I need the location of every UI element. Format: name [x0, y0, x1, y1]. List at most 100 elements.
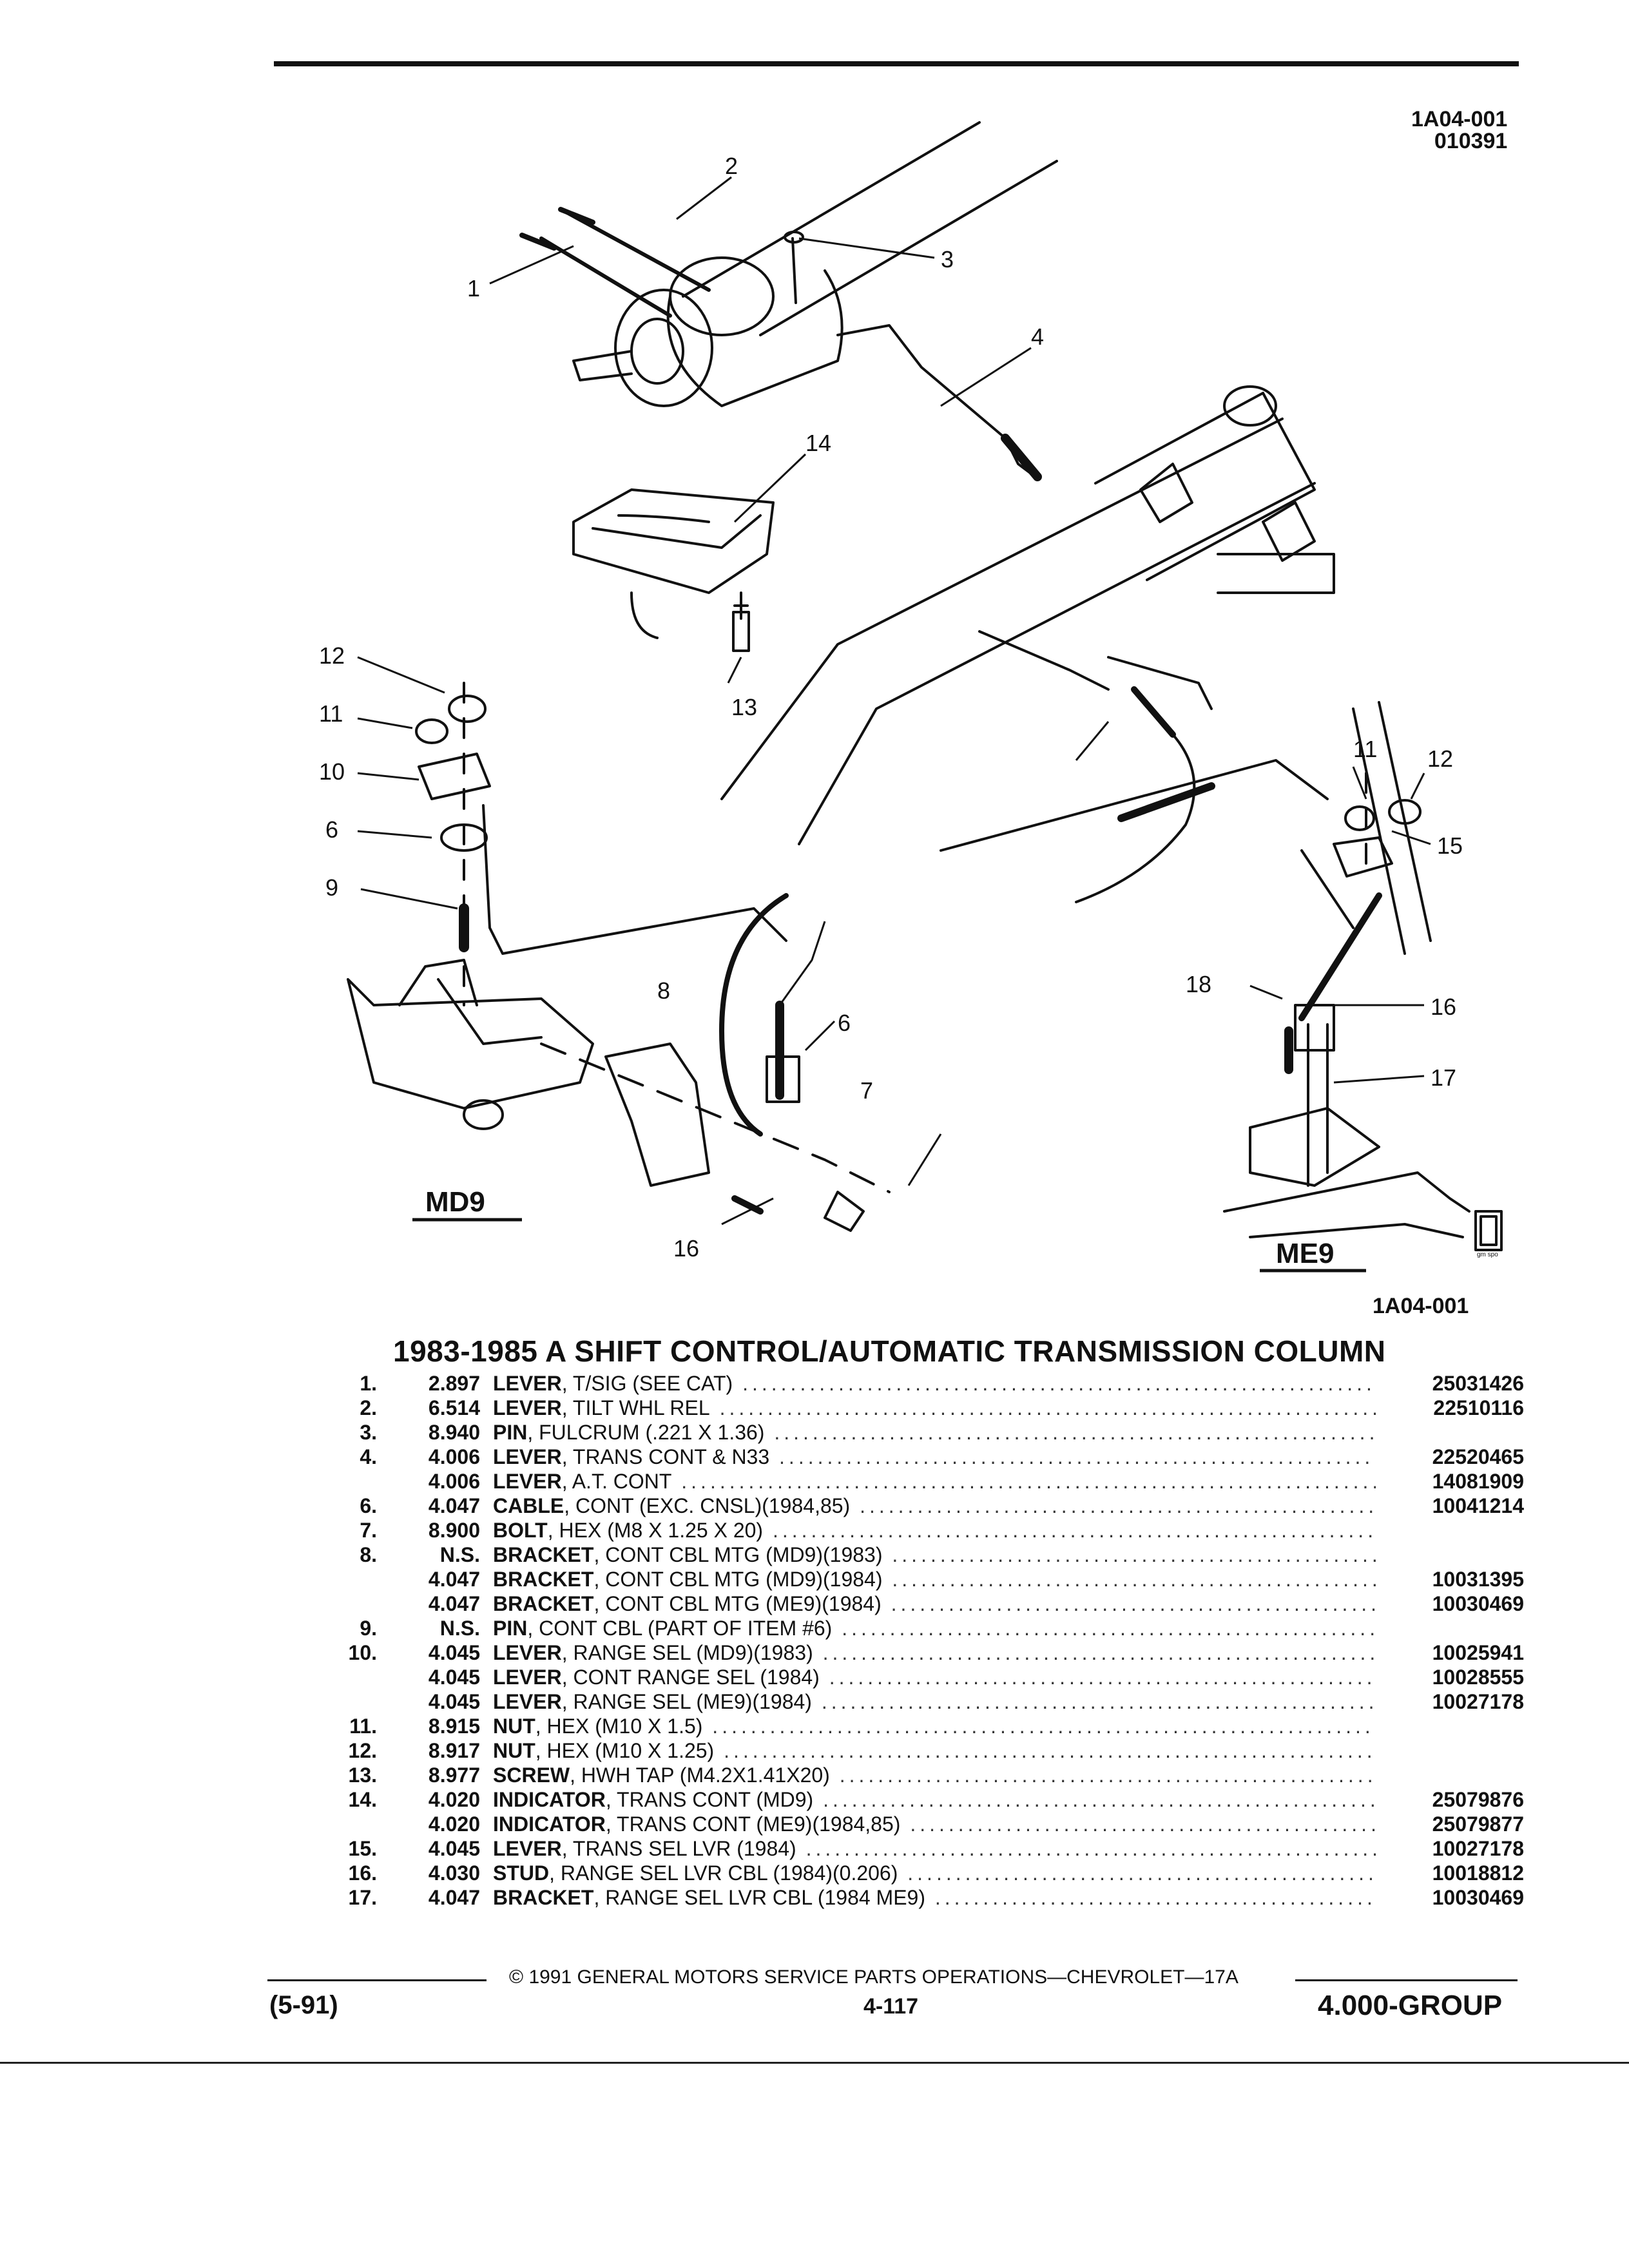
callout-7: 7 [860, 1077, 873, 1104]
leader-dots: ........................................… [774, 1421, 1376, 1444]
part-name: BRACKET [493, 1886, 594, 1909]
group-number: 8.917 [428, 1739, 480, 1762]
part-number: 10018812 [1432, 1861, 1524, 1885]
part-name: LEVER [493, 1372, 562, 1395]
part-name: BRACKET [493, 1568, 594, 1591]
leader-dots: ........................................… [822, 1641, 1376, 1664]
part-number: 25031426 [1432, 1372, 1524, 1395]
group-number: 4.045 [428, 1690, 480, 1713]
parts-list-row: 4.045 LEVER, RANGE SEL (ME9)(1984) ......… [325, 1689, 1524, 1714]
part-number: 10041214 [1432, 1494, 1524, 1517]
callout-4: 4 [1031, 323, 1044, 350]
part-number: 14081909 [1432, 1470, 1524, 1493]
part-name: NUT [493, 1739, 535, 1762]
leader-dots: ........................................… [742, 1372, 1376, 1395]
part-name: LEVER [493, 1396, 562, 1419]
callout-3: 3 [941, 246, 954, 273]
item-number: 6. [360, 1494, 377, 1517]
part-name: INDICATOR [493, 1788, 606, 1811]
part-number: 22510116 [1433, 1396, 1524, 1419]
part-spec: , CONT CBL MTG (ME9)(1984) [593, 1592, 882, 1615]
item-number: 7. [360, 1519, 377, 1542]
part-name: LEVER [493, 1641, 562, 1664]
callout-16-left: 16 [673, 1235, 699, 1262]
group-number: 4.045 [428, 1641, 480, 1664]
group-number: 8.940 [428, 1421, 480, 1444]
part-description: INDICATOR, TRANS CONT (MD9) ............… [493, 1787, 1376, 1812]
part-number: 10025941 [1432, 1641, 1524, 1664]
part-name: LEVER [493, 1837, 562, 1860]
part-name: SCREW [493, 1763, 570, 1787]
part-description: SCREW, HWH TAP (M4.2X1.41X20) ..........… [493, 1763, 1376, 1787]
parts-list-row: 8.N.S.BRACKET, CONT CBL MTG (MD9)(1983) … [325, 1542, 1524, 1567]
part-name: LEVER [493, 1690, 562, 1713]
part-spec: , CONT CBL (PART OF ITEM #6) [527, 1617, 833, 1640]
exploded-parts-diagram: 1 2 3 4 14 12 11 10 6 9 13 8 6 7 16 11 1… [319, 121, 1503, 1273]
footer-rule-right [1295, 1979, 1518, 1981]
callout-6-center: 6 [838, 1010, 851, 1036]
part-description: LEVER, TRANS SEL LVR (1984) ............… [493, 1836, 1376, 1861]
callout-2: 2 [725, 153, 738, 179]
item-number: 9. [360, 1617, 377, 1640]
callout-11-right: 11 [1353, 736, 1377, 762]
figure-code: 1A04-001 [1373, 1294, 1469, 1318]
part-name: PIN [493, 1421, 528, 1444]
leader-dots: ........................................… [779, 1445, 1376, 1468]
callout-18: 18 [1186, 971, 1211, 997]
part-spec: , RANGE SEL LVR CBL (1984 ME9) [593, 1886, 925, 1909]
group-number: 4.047 [428, 1592, 480, 1615]
part-name: PIN [493, 1617, 528, 1640]
page-number: 4-117 [863, 1994, 919, 2019]
part-description: PIN, FULCRUM (.221 X 1.36) .............… [493, 1420, 1376, 1445]
leader-dots: ........................................… [839, 1763, 1376, 1787]
part-description: INDICATOR, TRANS CONT (ME9)(1984,85) ...… [493, 1812, 1376, 1836]
callout-14: 14 [805, 430, 831, 456]
leader-dots: ........................................… [821, 1690, 1376, 1713]
group-number: N.S. [439, 1543, 480, 1566]
leader-dots: ........................................… [910, 1812, 1376, 1836]
group-number: 4.020 [428, 1788, 480, 1811]
part-name: CABLE [493, 1494, 564, 1517]
part-spec: , RANGE SEL (MD9)(1983) [561, 1641, 813, 1664]
part-description: STUD, RANGE SEL LVR CBL (1984)(0.206) ..… [493, 1861, 1376, 1885]
item-number: 17. [348, 1886, 377, 1909]
callout-1: 1 [467, 275, 480, 302]
reference-code: 1A04-001 010391 [1411, 108, 1507, 152]
leader-dots: ........................................… [907, 1861, 1376, 1885]
group-number: 4.030 [428, 1861, 480, 1885]
group-number: 4.045 [428, 1666, 480, 1689]
part-spec: , HEX (M10 X 1.5) [535, 1715, 703, 1738]
copyright-notice: © 1991 GENERAL MOTORS SERVICE PARTS OPER… [509, 1966, 1239, 1988]
parts-list-row: 17. 4.047 BRACKET, RANGE SEL LVR CBL (1984… [325, 1885, 1524, 1910]
group-number: 8.915 [428, 1715, 480, 1738]
part-spec: , CONT (EXC. CNSL)(1984,85) [564, 1494, 851, 1517]
item-number: 12. [348, 1739, 377, 1762]
leader-dots: ........................................… [829, 1666, 1376, 1689]
part-spec: , HEX (M10 X 1.25) [535, 1739, 715, 1762]
part-name: NUT [493, 1715, 535, 1738]
callout-6-left: 6 [325, 816, 338, 843]
callout-13: 13 [731, 694, 757, 720]
group-number: 4.047 [428, 1886, 480, 1909]
part-name: LEVER [493, 1470, 562, 1493]
group-number: 4.006 [428, 1445, 480, 1468]
part-spec: , CONT CBL MTG (MD9)(1983) [593, 1543, 883, 1566]
part-spec: , T/SIG (SEE CAT) [561, 1372, 733, 1395]
callout-12-right: 12 [1427, 745, 1453, 772]
part-spec: , TRANS CONT & N33 [561, 1445, 770, 1468]
part-description: LEVER, RANGE SEL (ME9)(1984) ...........… [493, 1689, 1376, 1714]
group-number: 4.045 [428, 1837, 480, 1860]
group-number: 4.006 [428, 1470, 480, 1493]
item-number: 4. [360, 1445, 377, 1468]
group-number: 4.047 [428, 1494, 480, 1517]
part-description: PIN, CONT CBL (PART OF ITEM #6) ........… [493, 1616, 1376, 1640]
